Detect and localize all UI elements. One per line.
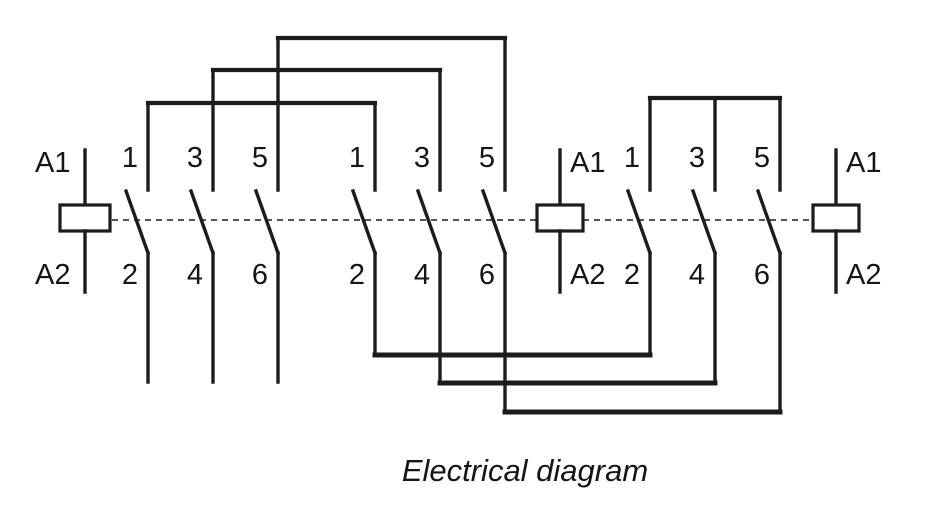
pole-bottom-terminal-label: 4 xyxy=(414,259,430,291)
pole-contact-blade xyxy=(123,188,151,256)
pole-3: 3 4 xyxy=(414,68,443,385)
pole-contact-blade xyxy=(625,188,653,256)
pole-top-terminal-label: 3 xyxy=(187,142,203,174)
coil-box xyxy=(58,203,112,233)
pole-contact-blade xyxy=(350,188,378,256)
pole-1: 1 2 xyxy=(624,96,653,357)
coil-box xyxy=(811,203,861,233)
coil-a1-label: A1 xyxy=(35,147,70,179)
pole-top-terminal-label: 1 xyxy=(624,142,640,174)
contactor-right: 1 2 3 4 5 6 A1 A2 xyxy=(624,96,881,414)
pole-5: 5 6 xyxy=(754,96,783,414)
pole-contact-blade xyxy=(188,188,216,256)
pole-bottom-terminal-label: 2 xyxy=(122,259,138,291)
pole-top-terminal-label: 5 xyxy=(252,142,268,174)
pole-top-terminal-label: 5 xyxy=(479,142,495,174)
pole-bottom-terminal-label: 4 xyxy=(187,259,203,291)
pole-5: 5 6 xyxy=(252,36,281,384)
pole-contact-blade xyxy=(755,188,783,256)
pole-top-terminal-label: 1 xyxy=(122,142,138,174)
coil-a1-label: A1 xyxy=(570,147,605,179)
pole-bottom-terminal-label: 6 xyxy=(479,259,495,291)
pole-3: 3 4 xyxy=(689,96,718,385)
diagram-caption: Electrical diagram xyxy=(402,453,648,488)
coil-a1-label: A1 xyxy=(846,147,881,179)
pole-contact-blade xyxy=(480,188,508,256)
pole-top-terminal-label: 3 xyxy=(689,142,705,174)
pole-contact-blade xyxy=(415,188,443,256)
pole-1: 1 2 xyxy=(349,101,378,357)
pole-1: 1 2 xyxy=(122,101,151,384)
pole-contact-blade xyxy=(690,188,718,256)
contactor-middle: 1 2 3 4 5 6 A1 A2 xyxy=(349,36,605,414)
pole-bottom-terminal-label: 4 xyxy=(689,259,705,291)
coil-a2-label: A2 xyxy=(570,259,605,291)
pole-bottom-terminal-label: 6 xyxy=(754,259,770,291)
pole-top-terminal-label: 3 xyxy=(414,142,430,174)
pole-top-terminal-label: 5 xyxy=(754,142,770,174)
pole-top-terminal-label: 1 xyxy=(349,142,365,174)
coil-a2-label: A2 xyxy=(846,259,881,291)
pole-bottom-terminal-label: 2 xyxy=(349,259,365,291)
pole-5: 5 6 xyxy=(479,36,508,414)
coil-symbol: A1 A2 xyxy=(811,147,881,294)
coil-a2-label: A2 xyxy=(35,259,70,291)
coil-symbol: A1 A2 xyxy=(35,147,112,294)
pole-bottom-terminal-label: 6 xyxy=(252,259,268,291)
coil-symbol: A1 A2 xyxy=(535,147,605,294)
pole-contact-blade xyxy=(253,188,281,256)
contactor-left: A1 A2 1 2 3 4 5 6 xyxy=(35,36,281,384)
pole-3: 3 4 xyxy=(187,68,216,384)
coil-box xyxy=(535,203,585,233)
pole-bottom-terminal-label: 2 xyxy=(624,259,640,291)
